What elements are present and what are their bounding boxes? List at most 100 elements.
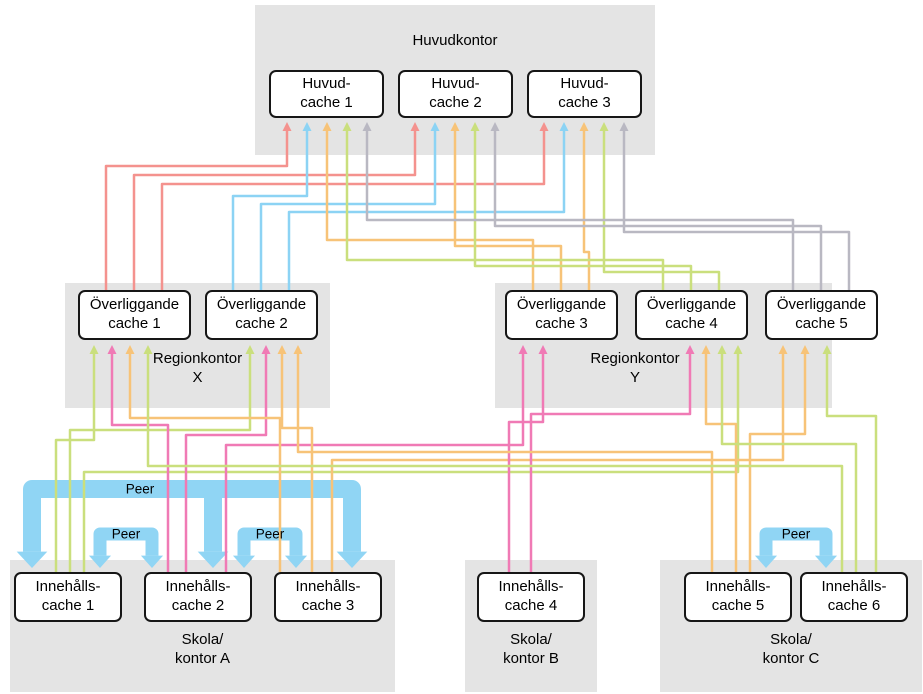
edge-oc5-hc2-line	[493, 131, 823, 290]
edge-oc3-hc3	[579, 122, 591, 290]
edge-oc2-hc1-line	[231, 131, 309, 290]
arrowhead	[717, 345, 727, 354]
arrowhead	[410, 122, 420, 131]
edge-oc5-hc1-line	[365, 131, 795, 290]
edge-ic3-oc1-line	[128, 354, 282, 572]
edge-oc5-hc1	[362, 122, 795, 290]
peer-label: Peer	[256, 527, 285, 542]
arrowhead	[293, 345, 303, 354]
arrowhead	[284, 555, 308, 568]
node-innehalls-cache-4: Innehålls- cache 4	[477, 572, 585, 622]
arrowhead	[701, 345, 711, 354]
arrowhead	[754, 555, 778, 568]
edge-ic2-oc3-line	[224, 354, 525, 572]
edge-oc1-hc1	[104, 122, 292, 290]
peer-label: Peer	[782, 527, 811, 542]
edge-oc4-hc3	[599, 122, 721, 290]
edge-ic5-oc5-line	[748, 354, 807, 572]
edge-ic5-oc2-line	[296, 354, 714, 572]
group-label-skola-kontor-c: Skola/ kontor C	[762, 631, 820, 668]
edge-ic6-oc5	[822, 345, 878, 572]
edge-oc1-hc3	[160, 122, 549, 290]
edge-ic1-oc4-line	[82, 354, 740, 572]
arrowhead	[16, 551, 48, 568]
edge-oc3-hc2	[450, 122, 563, 290]
arrowhead	[322, 122, 332, 131]
arrowhead	[619, 122, 629, 131]
arrowhead	[579, 122, 589, 131]
edge-oc1-hc2	[132, 122, 420, 290]
node-innehalls-cache-2: Innehålls- cache 2	[144, 572, 252, 622]
arrowhead	[450, 122, 460, 131]
arrowhead	[800, 345, 810, 354]
arrowhead	[125, 345, 135, 354]
arrowhead	[107, 345, 117, 354]
edge-ic2-oc3	[224, 345, 528, 572]
arrowhead	[232, 555, 256, 568]
edge-ic1-oc2-line	[68, 354, 252, 572]
arrowhead	[245, 345, 255, 354]
arrowhead	[599, 122, 609, 131]
peer-link-cache2-cache3-line	[237, 527, 303, 556]
node-huvud-cache-2: Huvud- cache 2	[398, 70, 513, 118]
arrowhead	[539, 122, 549, 131]
edge-oc4-hc1	[342, 122, 665, 290]
edge-oc1-hc3-line	[160, 131, 546, 290]
node-innehalls-cache-1: Innehålls- cache 1	[14, 572, 122, 622]
edge-ic6-oc4-line	[720, 354, 858, 572]
arrowhead	[470, 122, 480, 131]
edge-ic6-oc5-line	[825, 354, 878, 572]
arrowhead	[814, 555, 838, 568]
edge-oc5-hc3-line	[622, 131, 851, 290]
edge-oc1-hc1-line	[104, 131, 289, 290]
edge-ic4-oc3	[507, 345, 548, 572]
edge-oc2-hc3-line	[287, 131, 566, 290]
arrowhead	[143, 345, 153, 354]
arrowhead	[140, 555, 164, 568]
edge-oc5-hc2	[490, 122, 823, 290]
edge-ic3-oc1	[125, 345, 282, 572]
arrowhead	[342, 122, 352, 131]
node-huvud-cache-1: Huvud- cache 1	[269, 70, 384, 118]
node-overliggande-cache-1: Överliggande cache 1	[78, 290, 191, 340]
group-label-regionkontor-y: Regionkontor Y	[590, 350, 680, 387]
arrowhead	[490, 122, 500, 131]
arrowhead	[197, 551, 229, 568]
edge-ic4-oc4-line	[529, 354, 692, 572]
edge-oc5-hc3	[619, 122, 851, 290]
arrowhead	[518, 345, 528, 354]
edge-oc4-hc3-line	[602, 131, 721, 290]
group-label-skola-kontor-a: Skola/ kontor A	[174, 631, 231, 668]
edge-ic5-oc2	[293, 345, 714, 572]
edge-oc3-hc3-line	[582, 131, 591, 290]
group-label-skola-kontor-b: Skola/ kontor B	[503, 631, 559, 668]
arrowhead	[282, 122, 292, 131]
node-overliggande-cache-5: Överliggande cache 5	[765, 290, 878, 340]
edge-ic1-oc1	[54, 345, 99, 572]
edge-ic4-oc4	[529, 345, 695, 572]
node-innehalls-cache-3: Innehålls- cache 3	[274, 572, 382, 622]
peer-band-skola-a-line	[23, 480, 361, 552]
edge-ic1-oc1-line	[54, 354, 96, 572]
peer-label: Peer	[126, 482, 155, 497]
edge-ic2-oc1	[107, 345, 170, 572]
edge-ic4-oc3-line	[507, 354, 545, 572]
arrowhead	[336, 551, 368, 568]
edge-ic5-oc4	[701, 345, 738, 572]
peer-link-cache2-cache3	[232, 527, 308, 568]
edge-ic6-oc1	[143, 345, 844, 572]
node-overliggande-cache-2: Överliggande cache 2	[205, 290, 318, 340]
peer-band-drop-cache-2	[197, 489, 229, 568]
arrowhead	[302, 122, 312, 131]
group-label-huvudkontor: Huvudkontor	[412, 32, 498, 49]
edge-ic2-oc2	[184, 345, 271, 572]
edge-ic6-oc4	[717, 345, 858, 572]
peer-link-cache1-cache2-line	[93, 527, 159, 556]
node-innehalls-cache-6: Innehålls- cache 6	[800, 572, 908, 622]
arrowhead	[733, 345, 743, 354]
edge-ic1-oc2	[68, 345, 255, 572]
arrowhead	[822, 345, 832, 354]
arrowhead	[362, 122, 372, 131]
